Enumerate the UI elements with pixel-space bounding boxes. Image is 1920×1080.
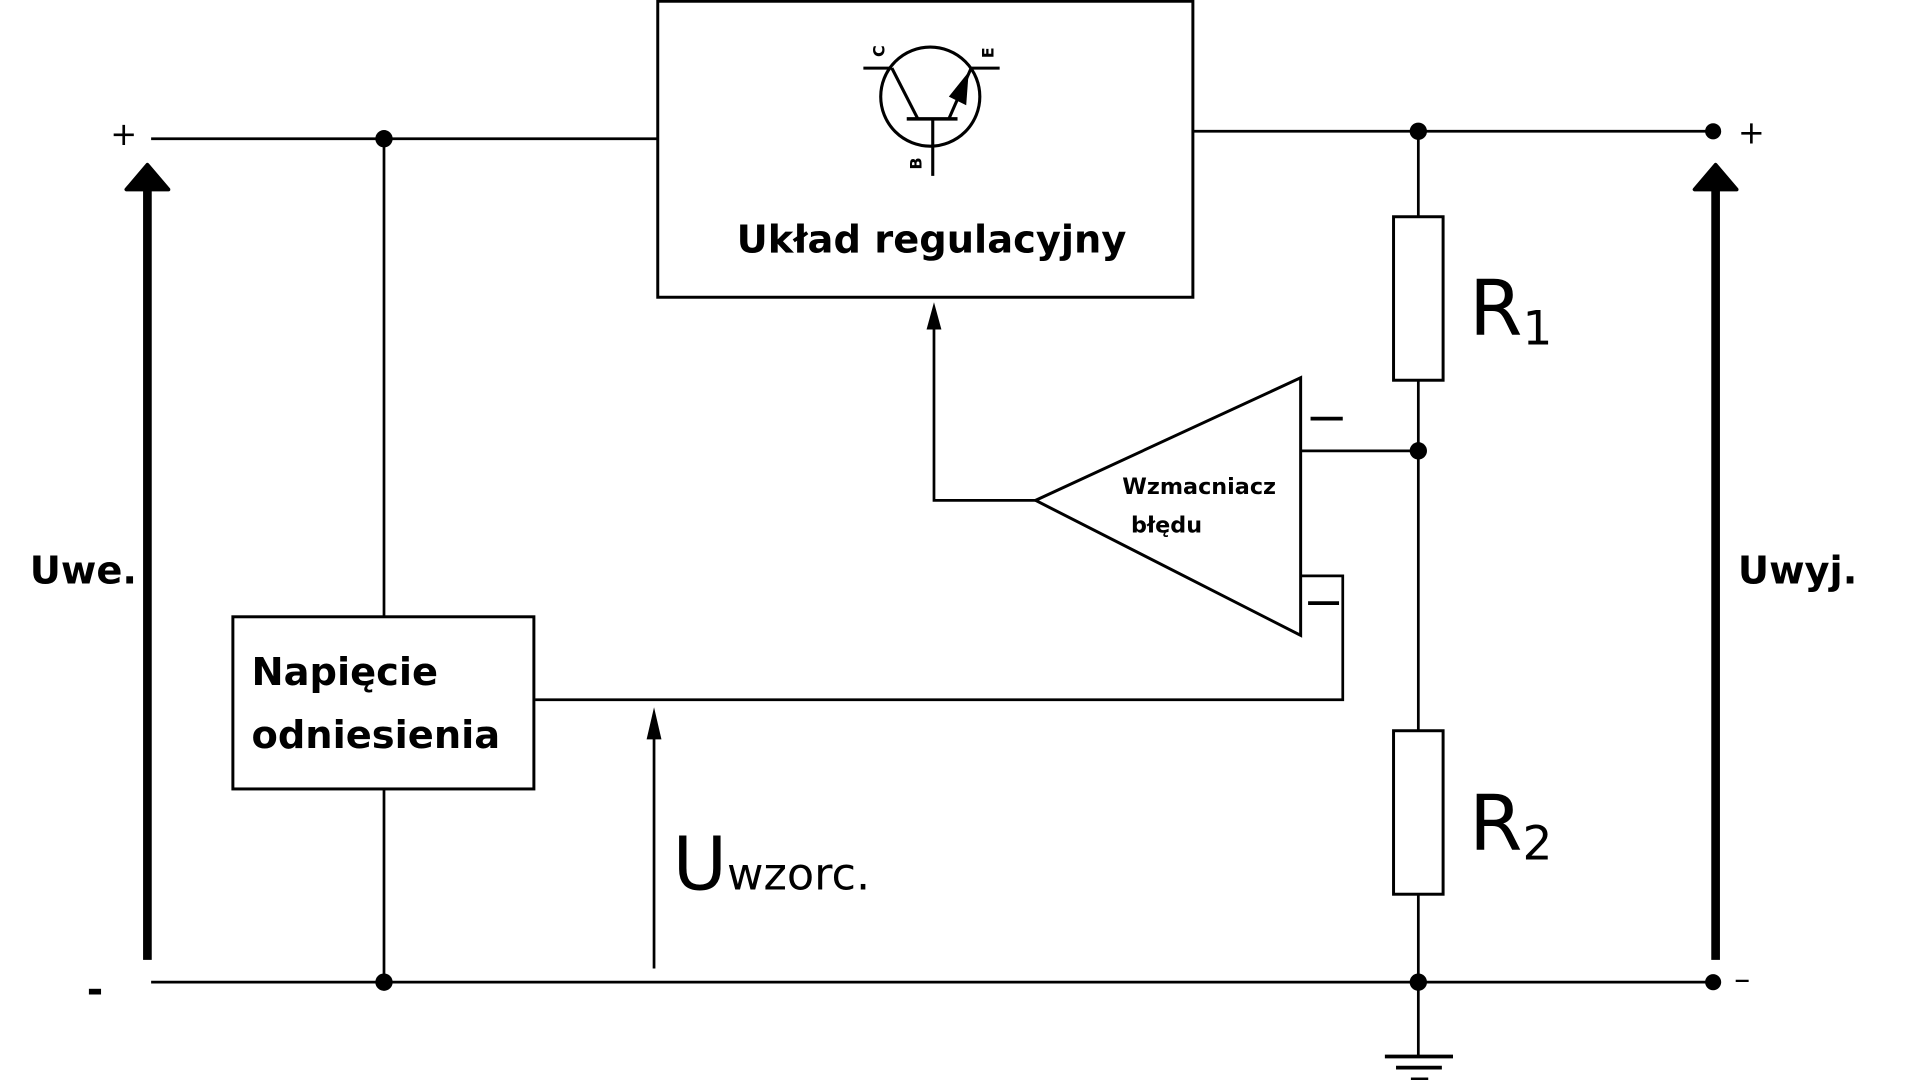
reference-label-line1: Napięcie — [251, 650, 438, 695]
output-plus-terminal — [1705, 123, 1722, 140]
output-voltage-label: Uwyj. — [1738, 548, 1857, 593]
error-output-wire — [932, 324, 1036, 502]
error-amp-label-line2: błędu — [1131, 513, 1202, 539]
junction-dot — [375, 973, 393, 991]
error-amplifier — [1032, 375, 1303, 638]
regulator-block — [656, 0, 1195, 299]
input-minus-sign: - — [87, 967, 103, 1013]
junction-dot — [1409, 442, 1427, 460]
input-voltage-label: Uwe. — [30, 548, 137, 593]
output-minus-sign: – — [1734, 960, 1750, 998]
ground-icon — [1384, 1054, 1454, 1080]
reference-output-wire — [535, 574, 1345, 702]
control-arrow-head — [926, 302, 942, 330]
collector-pin-label: C — [869, 45, 888, 57]
junction-dot — [375, 130, 393, 148]
resistor-r1 — [1392, 215, 1445, 382]
base-pin-label: B — [907, 157, 926, 169]
input-arrow-head — [124, 162, 171, 192]
reference-block — [231, 615, 536, 791]
emitter-pin-label: E — [978, 47, 997, 58]
input-plus-sign: + — [110, 115, 137, 153]
junction-dot — [1409, 122, 1427, 140]
transistor-npn-icon: C E B — [863, 45, 1000, 176]
resistor-r2 — [1392, 729, 1445, 896]
regulator-label: Układ regulacyjny — [737, 218, 1127, 263]
r1-label: R1 — [1469, 264, 1552, 356]
output-minus-terminal — [1705, 974, 1722, 991]
reference-label-line2: odniesienia — [251, 713, 500, 758]
r2-label: R2 — [1469, 780, 1552, 872]
reference-voltage-label: Uwzorc. — [673, 820, 871, 907]
reference-arrow-head — [646, 707, 662, 740]
junction-dot — [1409, 973, 1427, 991]
error-amp-label-line1: Wzmacniacz — [1122, 474, 1276, 500]
output-arrow-head — [1692, 162, 1739, 192]
output-plus-sign: + — [1738, 114, 1765, 152]
